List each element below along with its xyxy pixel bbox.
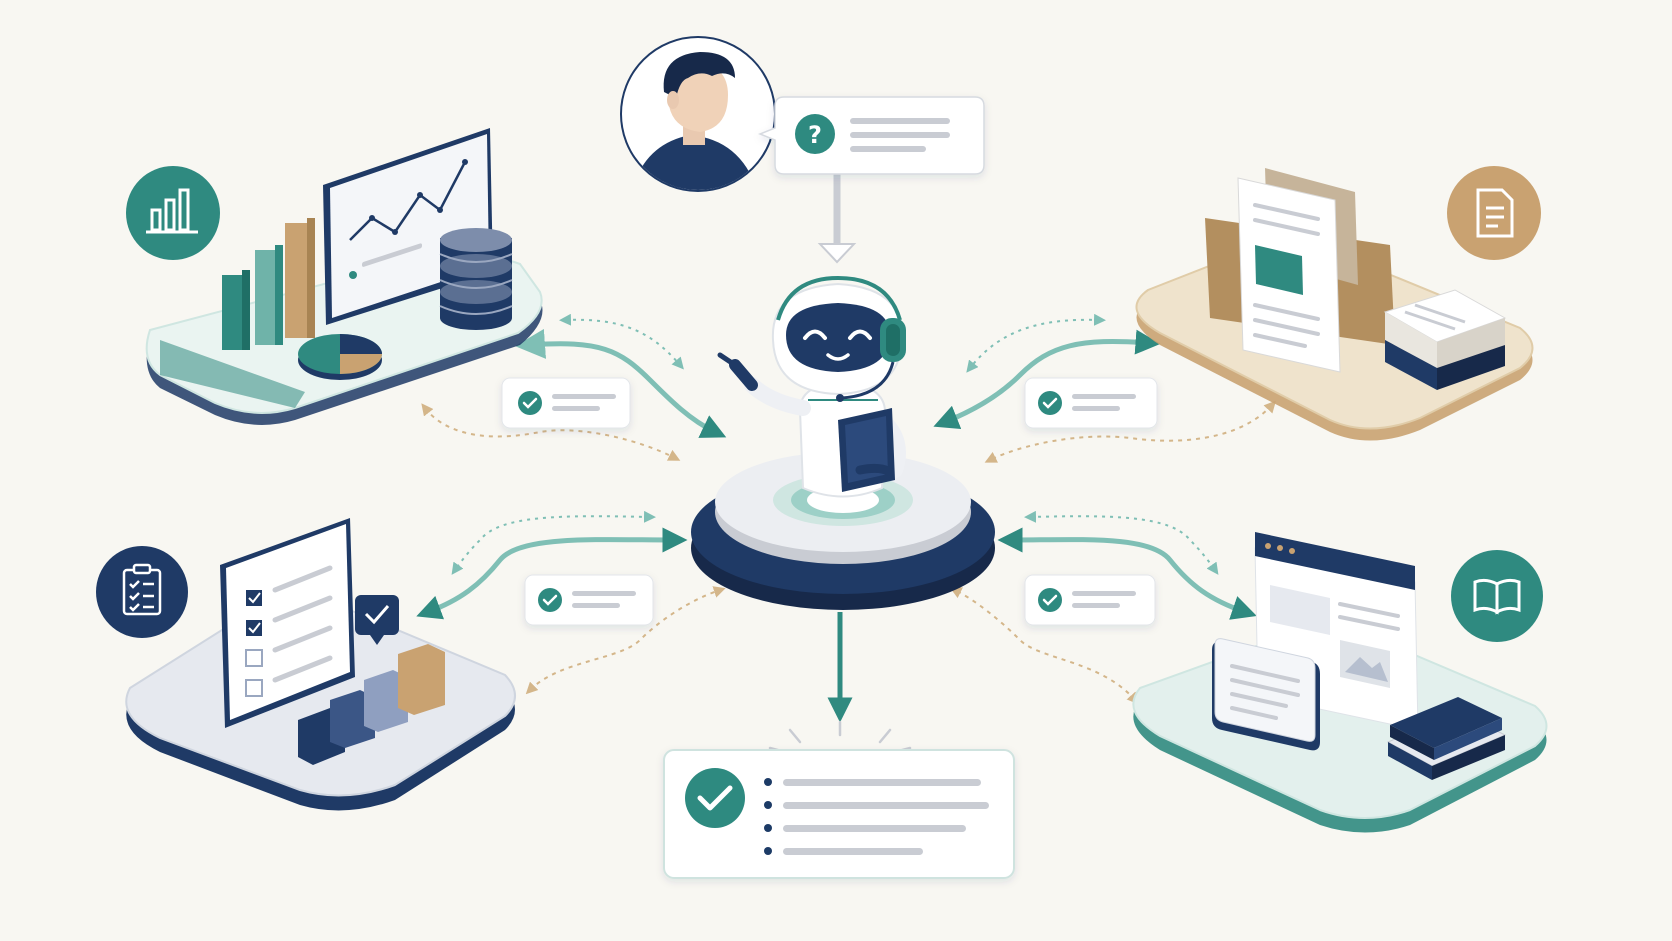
result-card xyxy=(663,749,1015,879)
paper-stack xyxy=(1383,289,1507,390)
document-page xyxy=(1237,177,1341,373)
documents-platform xyxy=(1135,168,1534,441)
document-icon xyxy=(1476,188,1514,238)
status-card xyxy=(1024,574,1156,626)
bar-columns xyxy=(222,218,315,350)
block-columns xyxy=(298,644,445,765)
connector-tasks-dotted xyxy=(451,510,656,575)
tasks-badge xyxy=(96,546,188,638)
robot-assistant xyxy=(717,275,906,498)
bar-chart-icon xyxy=(146,188,198,234)
pie-chart xyxy=(298,334,382,380)
analytics-badge xyxy=(126,166,220,260)
status-card xyxy=(1024,377,1158,429)
connector-analytics-gold xyxy=(421,403,681,461)
check-icon xyxy=(538,588,562,612)
tablet xyxy=(838,408,895,492)
connector-group xyxy=(416,172,1277,754)
knowledge-platform xyxy=(1132,532,1548,833)
book-stack xyxy=(1386,697,1507,780)
headset xyxy=(776,275,906,402)
svg-text:?: ? xyxy=(808,121,822,149)
connector-user-to-robot-head xyxy=(817,243,857,264)
connector-tasks-gold xyxy=(525,586,726,695)
database-icon xyxy=(439,228,513,330)
check-icon xyxy=(245,590,263,697)
connector-documents-dotted xyxy=(966,313,1106,373)
knowledge-badge xyxy=(1451,550,1543,642)
browser-window xyxy=(1254,532,1419,731)
book-icon xyxy=(1473,578,1521,615)
check-icon xyxy=(518,391,542,415)
status-card xyxy=(501,377,631,429)
question-bubble: ? xyxy=(757,96,985,175)
checklist-icon xyxy=(122,563,162,616)
check-icon xyxy=(685,768,745,828)
tasks-platform xyxy=(125,518,516,811)
connector-analytics-dotted xyxy=(559,313,684,370)
status-card xyxy=(524,574,654,626)
documents-badge xyxy=(1447,166,1541,260)
question-icon xyxy=(795,114,835,154)
robot-pedestal xyxy=(691,452,995,610)
check-icon xyxy=(1038,391,1062,415)
checklist-board xyxy=(220,518,355,728)
check-icon xyxy=(1038,588,1062,612)
text-card xyxy=(1212,638,1320,751)
analytics-platform xyxy=(145,128,543,425)
user-avatar xyxy=(620,36,776,192)
result-spark-lines xyxy=(768,720,912,754)
check-badge xyxy=(355,595,399,645)
